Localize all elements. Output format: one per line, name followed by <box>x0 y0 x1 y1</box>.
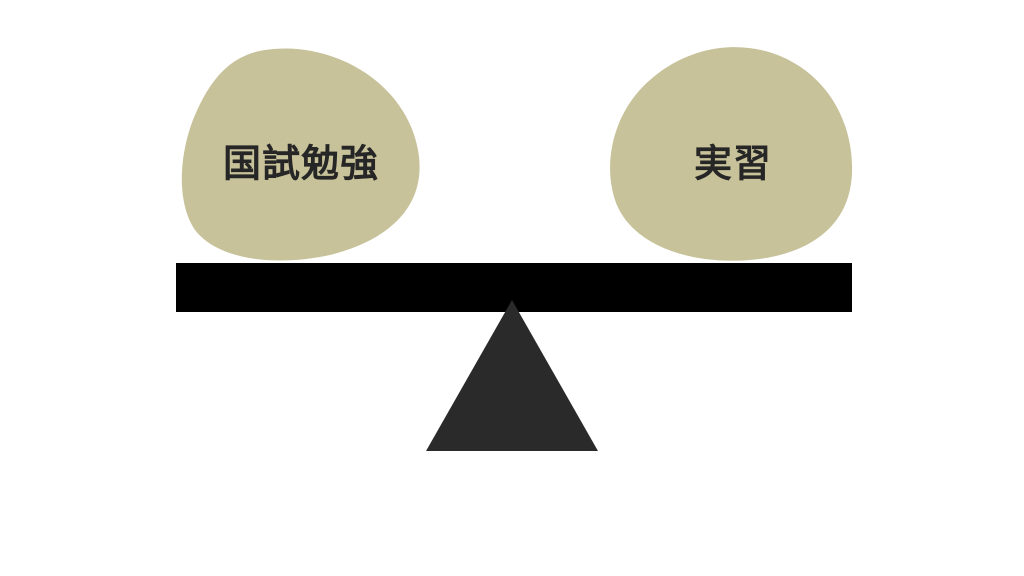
right-weight-blob <box>610 47 853 261</box>
right-weight-label: 実習 <box>693 141 773 186</box>
left-weight-blob <box>181 48 420 261</box>
fulcrum-triangle <box>426 300 598 451</box>
left-weight-label: 国試勉強 <box>222 141 380 186</box>
